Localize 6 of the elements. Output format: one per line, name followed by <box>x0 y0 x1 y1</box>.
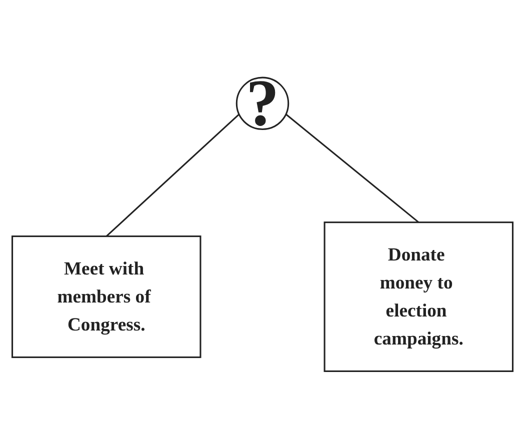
connector <box>285 114 420 223</box>
diagram: ? Meet with members of Congress. Donate money to election campaigns. <box>4 4 521 421</box>
node-box <box>324 222 514 372</box>
node-circle <box>236 76 290 130</box>
node-box <box>12 236 202 358</box>
connector <box>106 114 240 237</box>
